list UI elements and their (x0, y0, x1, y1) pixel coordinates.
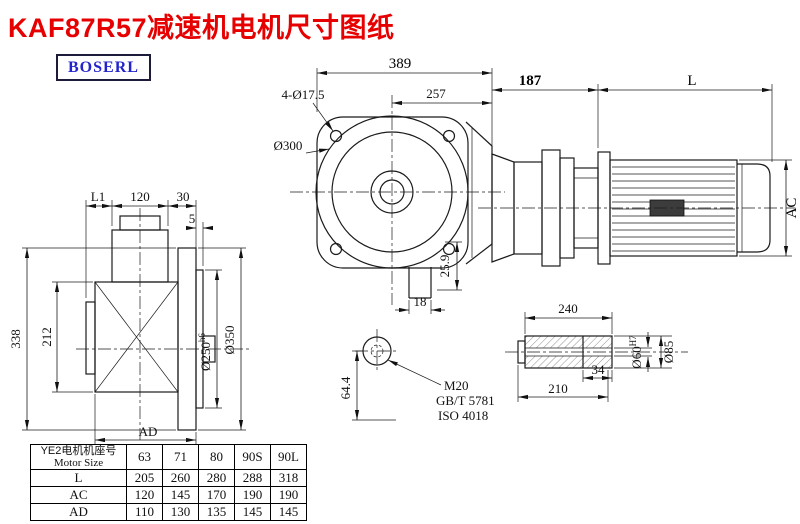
dim-187: 187 (519, 73, 542, 89)
dim-34: 34 (592, 362, 606, 377)
table-cell: 110 (126, 503, 163, 521)
table-row-AD: AD 110 130 135 145 145 (30, 503, 307, 521)
table-col-71: 71 (162, 444, 199, 470)
front-view-dimensions: 389 257 4-Ø17.5 Ø300 25.9 18 64.4 M20 GB… (274, 56, 495, 423)
table-cell: 145 (162, 486, 199, 504)
dim-250h6: Ø250h6 (197, 333, 213, 371)
standard-gbt: GB/T 5781 (436, 393, 495, 408)
row-label-L: L (30, 469, 127, 487)
table-row-L: L 205 260 280 288 318 (30, 469, 307, 487)
table-col-63: 63 (126, 444, 163, 470)
bolt-hole (329, 242, 343, 256)
left-view-dimensions: L1 120 30 5 338 212 AD Ø250h6 Ø350 (8, 189, 246, 444)
table-cell: 135 (198, 503, 235, 521)
table-header-en: Motor Size (53, 457, 104, 469)
motor-size-table: YE2电机机座号 Motor Size 63 71 80 90S 90L L 2… (30, 444, 307, 521)
table-cell: 145 (270, 503, 307, 521)
side-view-dimensions: 187 L AC (492, 73, 800, 257)
table-cell: 280 (198, 469, 235, 487)
dim-350: Ø350 (222, 326, 237, 355)
standard-iso: ISO 4018 (438, 408, 488, 423)
table-cell: 190 (234, 486, 271, 504)
table-col-90L: 90L (270, 444, 307, 470)
dim-L: L (687, 73, 696, 89)
table-cell: 130 (162, 503, 199, 521)
dim-212: 212 (39, 327, 54, 347)
table-cell: 170 (198, 486, 235, 504)
dim-338: 338 (8, 329, 23, 349)
table-cell: 120 (126, 486, 163, 504)
table-row-AC: AC 120 145 170 190 190 (30, 486, 307, 504)
table-cell: 145 (234, 503, 271, 521)
dim-18: 18 (414, 294, 427, 309)
row-label-AC: AC (30, 486, 127, 504)
shaft-detail-dimensions: 240 34 210 Ø60H7 Ø85 (517, 301, 676, 402)
dim-240: 240 (558, 301, 578, 316)
dim-AC: AC (784, 198, 800, 219)
dim-257: 257 (426, 86, 446, 101)
shaft-detail-view (505, 335, 688, 369)
dim-85: Ø85 (661, 341, 676, 363)
dim-389: 389 (389, 56, 412, 72)
table-col-90S: 90S (234, 444, 271, 470)
table-header-motor-size: YE2电机机座号 Motor Size (30, 444, 127, 470)
table-cell: 288 (234, 469, 271, 487)
table-cell: 318 (270, 469, 307, 487)
table-header-row: YE2电机机座号 Motor Size 63 71 80 90S 90L (30, 444, 307, 470)
dim-210: 210 (548, 381, 568, 396)
page-title: KAF87R57减速机电机尺寸图纸 (8, 13, 395, 43)
table-cell: 190 (270, 486, 307, 504)
bolt-hole (329, 129, 343, 143)
dim-flange-dia: Ø300 (274, 138, 303, 153)
brand-logo: BOSERL (56, 54, 151, 81)
side-view-right (478, 149, 795, 267)
row-label-AD: AD (30, 503, 127, 521)
side-view-left (76, 208, 250, 440)
table-col-80: 80 (198, 444, 235, 470)
dim-5: 5 (189, 211, 196, 226)
table-header-cn: YE2电机机座号 (40, 445, 117, 457)
front-view (290, 95, 505, 305)
dim-60H7: Ø60H7 (628, 335, 644, 369)
bolt-hole (442, 242, 456, 256)
table-cell: 205 (126, 469, 163, 487)
table-cell: 260 (162, 469, 199, 487)
dim-64-4: 64.4 (338, 376, 353, 399)
dim-bolt-holes: 4-Ø17.5 (282, 87, 325, 102)
dim-L1: L1 (91, 189, 105, 204)
thread-label: M20 (444, 378, 469, 393)
dim-30: 30 (177, 189, 190, 204)
dim-AD: AD (139, 424, 158, 439)
dim-25-9: 25.9 (437, 255, 452, 278)
bolt-hole (442, 129, 456, 143)
dim-120: 120 (130, 189, 150, 204)
